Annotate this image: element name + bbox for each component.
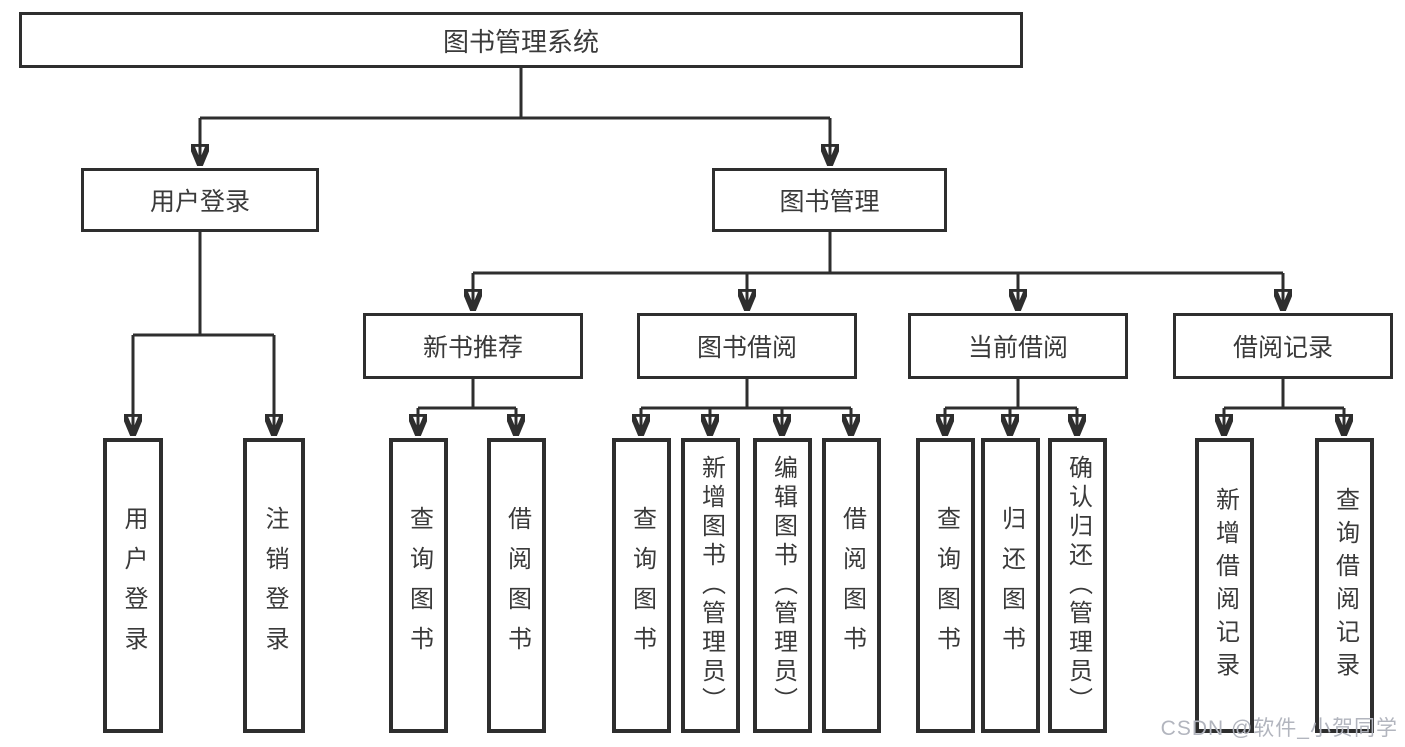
leaf-cb-confirm-return-label: 确认归还（管理员） bbox=[1064, 455, 1092, 716]
connector-user-login bbox=[133, 232, 274, 434]
leaf-cb-query-book: 查询图书 bbox=[916, 438, 975, 733]
csdn-watermark: CSDN @软件_小贺同学 bbox=[1160, 717, 1398, 740]
node-book-borrow: 图书借阅 bbox=[637, 313, 857, 379]
leaf-bb-query-book-label: 查询图书 bbox=[628, 505, 656, 666]
leaf-cb-confirm-return: 确认归还（管理员） bbox=[1048, 438, 1107, 733]
leaf-bb-add-book-label: 新增图书（管理员） bbox=[697, 455, 725, 716]
leaf-bb-add-book: 新增图书（管理员） bbox=[681, 438, 740, 733]
node-book-borrow-label: 图书借阅 bbox=[696, 334, 797, 362]
node-root: 图书管理系统 bbox=[19, 12, 1023, 68]
leaf-bb-borrow-book-label: 借阅图书 bbox=[838, 505, 866, 666]
leaf-bb-borrow-book: 借阅图书 bbox=[822, 438, 881, 733]
leaf-br-add-record-label: 新增借阅记录 bbox=[1211, 486, 1239, 685]
node-current-borrow-label: 当前借阅 bbox=[967, 334, 1068, 362]
node-root-label: 图书管理系统 bbox=[442, 26, 599, 57]
leaf-user-login: 用户登录 bbox=[103, 438, 163, 733]
leaf-br-add-record: 新增借阅记录 bbox=[1195, 438, 1254, 733]
node-new-book-recommend-label: 新书推荐 bbox=[422, 334, 523, 362]
leaf-br-query-record: 查询借阅记录 bbox=[1315, 438, 1374, 733]
leaf-nb-borrow-book-label: 借阅图书 bbox=[503, 505, 531, 666]
leaf-cb-return-book: 归还图书 bbox=[981, 438, 1040, 733]
leaf-cb-query-book-label: 查询图书 bbox=[932, 505, 960, 666]
connector-book-mgmt bbox=[473, 232, 1283, 309]
leaf-logout-label: 注销登录 bbox=[261, 505, 288, 666]
connector-current-borrow bbox=[945, 379, 1077, 434]
connector-borrow-record bbox=[1224, 379, 1344, 434]
node-current-borrow: 当前借阅 bbox=[908, 313, 1128, 379]
leaf-nb-query-book-label: 查询图书 bbox=[405, 505, 433, 666]
leaf-bb-edit-book: 编辑图书（管理员） bbox=[753, 438, 812, 733]
node-borrow-record: 借阅记录 bbox=[1173, 313, 1393, 379]
node-book-mgmt-label: 图书管理 bbox=[779, 188, 880, 216]
leaf-logout: 注销登录 bbox=[243, 438, 305, 733]
leaf-nb-borrow-book: 借阅图书 bbox=[487, 438, 546, 733]
node-book-mgmt: 图书管理 bbox=[712, 168, 947, 232]
leaf-cb-return-book-label: 归还图书 bbox=[997, 505, 1025, 666]
connector-new-book-recommend bbox=[418, 379, 516, 434]
leaf-nb-query-book: 查询图书 bbox=[389, 438, 448, 733]
leaf-user-login-label: 用户登录 bbox=[120, 505, 147, 666]
node-new-book-recommend: 新书推荐 bbox=[363, 313, 583, 379]
connector-book-borrow bbox=[641, 379, 851, 434]
node-user-login-label: 用户登录 bbox=[149, 188, 250, 216]
connector-root bbox=[200, 68, 830, 164]
leaf-bb-query-book: 查询图书 bbox=[612, 438, 671, 733]
node-borrow-record-label: 借阅记录 bbox=[1232, 334, 1333, 362]
node-user-login: 用户登录 bbox=[81, 168, 319, 232]
leaf-br-query-record-label: 查询借阅记录 bbox=[1331, 486, 1359, 685]
leaf-bb-edit-book-label: 编辑图书（管理员） bbox=[769, 455, 797, 716]
